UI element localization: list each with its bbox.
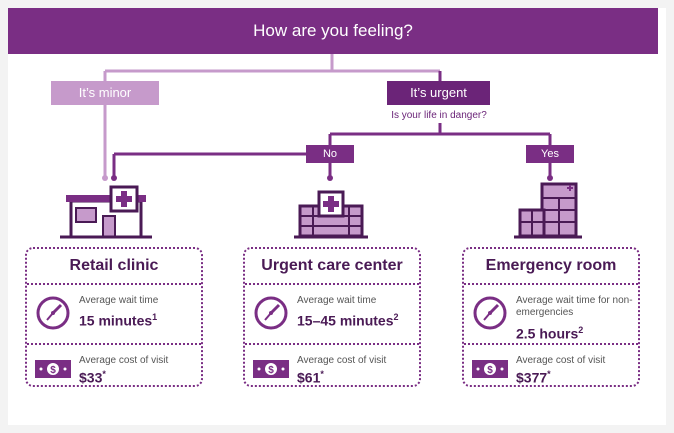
divider [464,283,638,285]
divider [27,343,201,345]
divider [245,343,419,345]
cost-value: $377* [516,369,551,386]
card-title: Retail clinic [69,257,159,274]
wait-time-value: 15 minutes1 [79,312,158,329]
divider [464,343,638,345]
urgent-question: Is your life in danger? [391,110,487,121]
wait-time-label: Average wait time [297,295,377,306]
header-bar: How are you feeling? [8,8,658,54]
wait-time-label: Average wait time [79,295,159,306]
svg-text:$: $ [487,365,493,376]
flowchart-panel: How are you feeling? [8,8,666,425]
retail-clinic-card: Retail clinic Average wait time 15 minut… [25,247,203,387]
urgent-care-building-icon [294,190,368,239]
emergency-room-card: Emergency room Average wait time for non… [462,247,640,387]
retail-clinic-building-icon [60,185,152,239]
urgent-branch-label: It’s urgent [387,81,490,105]
svg-text:$: $ [268,365,274,376]
main-question: How are you feeling? [253,21,413,40]
cost-value: $61* [297,369,324,386]
connector-dot [327,175,333,181]
minor-branch-label: It’s minor [51,81,159,105]
divider [27,283,201,285]
cost-label: Average cost of visit [516,355,606,366]
clock-icon [473,296,507,330]
card-title: Emergency room [485,257,617,274]
connector-lines [60,54,582,239]
dollar-bill-icon: $ [472,360,508,378]
dollar-bill-icon: $ [253,360,289,378]
svg-text:$: $ [50,365,56,376]
connector-dot [102,175,108,181]
wait-time-value: 2.5 hours2 [516,325,584,342]
clock-icon [254,296,288,330]
wait-time-label: Average wait time for non-emergencies [516,295,633,318]
connector-dot [111,175,117,181]
clock-icon [36,296,70,330]
dollar-bill-icon: $ [35,360,71,378]
wait-time-value: 15–45 minutes2 [297,312,399,329]
divider [245,283,419,285]
hospital-building-icon [514,182,582,239]
cost-label: Average cost of visit [79,355,169,366]
yes-branch-label: Yes [526,145,574,163]
connector-dot [547,175,553,181]
card-title: Urgent care center [261,257,403,274]
urgent-care-card: Urgent care center Average wait time 15–… [243,247,421,387]
cost-value: $33* [79,369,106,386]
no-branch-label: No [306,145,354,163]
cost-label: Average cost of visit [297,355,387,366]
